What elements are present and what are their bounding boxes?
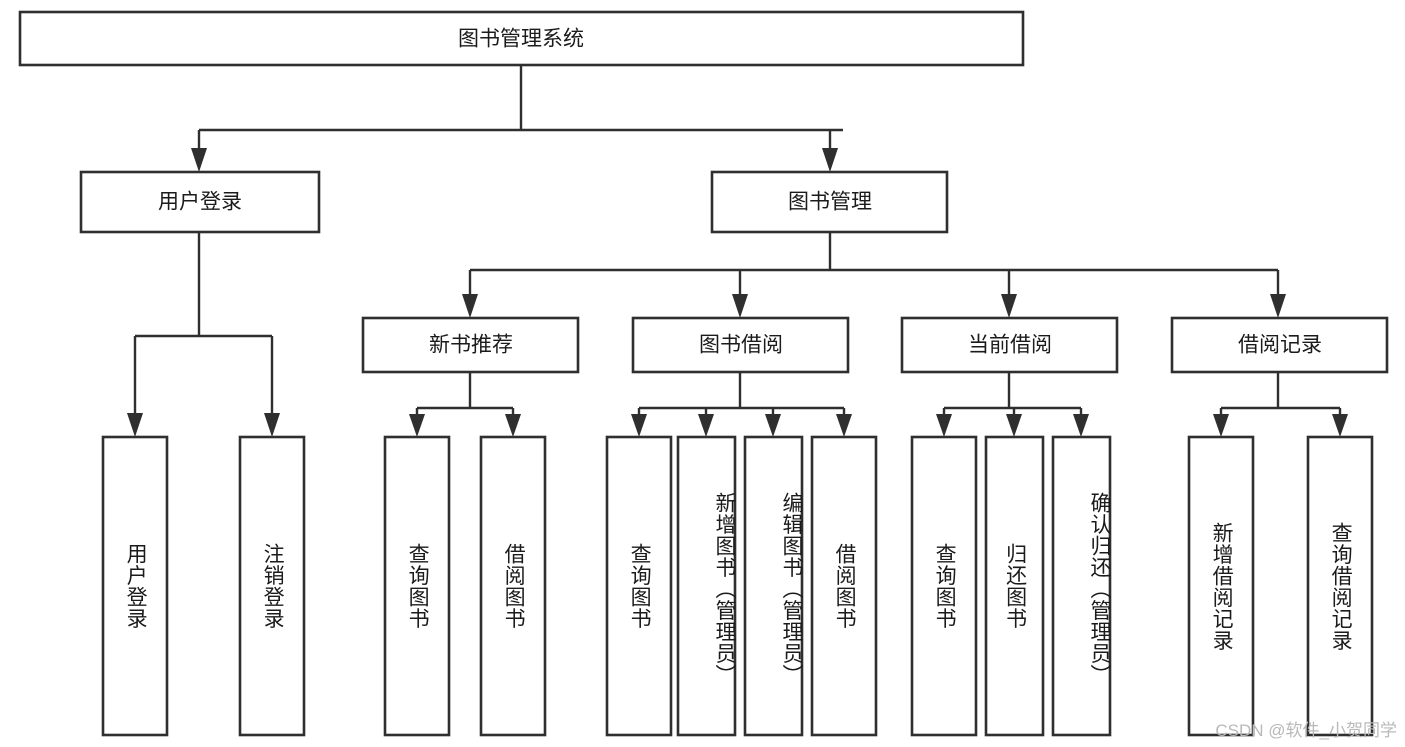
arrowhead-leaf-logout <box>264 413 280 437</box>
arrowhead-leaf-query-book-rec <box>409 414 425 437</box>
node-leaf-query-book-current[interactable] <box>910 435 978 737</box>
node-leaf-add-borrow-record[interactable] <box>1187 435 1255 737</box>
connector-group-borrow-record <box>1213 372 1348 437</box>
arrowhead-current-borrow <box>1001 294 1017 318</box>
connector-group-current-borrow <box>936 372 1089 437</box>
arrowhead-book-borrow <box>732 294 748 318</box>
node-leaf-query-book-borrow[interactable] <box>605 435 673 737</box>
node-leaf-return-book[interactable] <box>984 435 1045 737</box>
connector-group-book-manage <box>462 232 1286 318</box>
arrowhead-leaf-query-borrow-record <box>1332 414 1348 437</box>
arrowhead-leaf-edit-book <box>765 414 781 437</box>
node-leaf-logout[interactable] <box>238 435 306 737</box>
arrowhead-leaf-borrow-book <box>836 414 852 437</box>
arrowhead-borrow-record <box>1270 294 1286 318</box>
node-book-manage[interactable] <box>710 170 949 234</box>
node-new-book-recommend-label: 新书推荐 <box>429 334 513 357</box>
node-leaf-add-book[interactable] <box>676 435 737 737</box>
arrowhead-user-login <box>191 148 207 172</box>
connector-group-new-book-rec <box>409 372 521 437</box>
node-leaf-borrow-book[interactable] <box>810 435 878 737</box>
node-leaf-borrow-book-rec[interactable] <box>479 435 547 737</box>
arrowhead-leaf-query-book-current <box>936 414 952 437</box>
arrowhead-book-manage <box>822 148 838 172</box>
arrowhead-leaf-user-login <box>127 413 143 437</box>
node-root[interactable] <box>18 10 1025 67</box>
connector-group-book-borrow <box>631 372 852 437</box>
node-current-borrow[interactable] <box>900 316 1119 374</box>
node-book-borrow-label: 图书借阅 <box>699 334 783 357</box>
node-leaf-edit-book[interactable] <box>743 435 804 737</box>
node-leaf-user-login[interactable] <box>101 435 169 737</box>
connector-group-root <box>191 65 843 172</box>
connector-group-user-login <box>127 232 280 437</box>
arrowhead-leaf-add-borrow-record <box>1213 414 1229 437</box>
arrowhead-leaf-return-book <box>1006 414 1022 437</box>
node-new-book-recommend[interactable] <box>361 316 580 374</box>
node-user-login[interactable] <box>79 170 321 234</box>
node-leaf-query-book-rec[interactable] <box>383 435 451 737</box>
node-leaf-confirm-return[interactable] <box>1051 435 1112 737</box>
arrowhead-new-book-rec <box>462 294 478 318</box>
node-current-borrow-label: 当前借阅 <box>968 334 1052 357</box>
arrowhead-leaf-confirm-return <box>1073 414 1089 437</box>
node-root-label: 图书管理系统 <box>458 28 584 51</box>
node-book-manage-label: 图书管理 <box>788 191 872 214</box>
node-leaf-query-borrow-record[interactable] <box>1306 435 1374 737</box>
node-user-login-label: 用户登录 <box>158 191 242 214</box>
leaf-box-group <box>101 435 1374 737</box>
node-borrow-record[interactable] <box>1170 316 1389 374</box>
node-borrow-record-label: 借阅记录 <box>1238 334 1322 357</box>
arrowhead-leaf-query-book-borrow <box>631 414 647 437</box>
node-book-borrow[interactable] <box>631 316 850 374</box>
arrowhead-leaf-add-book <box>698 414 714 437</box>
arrowhead-leaf-borrow-book-rec <box>505 414 521 437</box>
